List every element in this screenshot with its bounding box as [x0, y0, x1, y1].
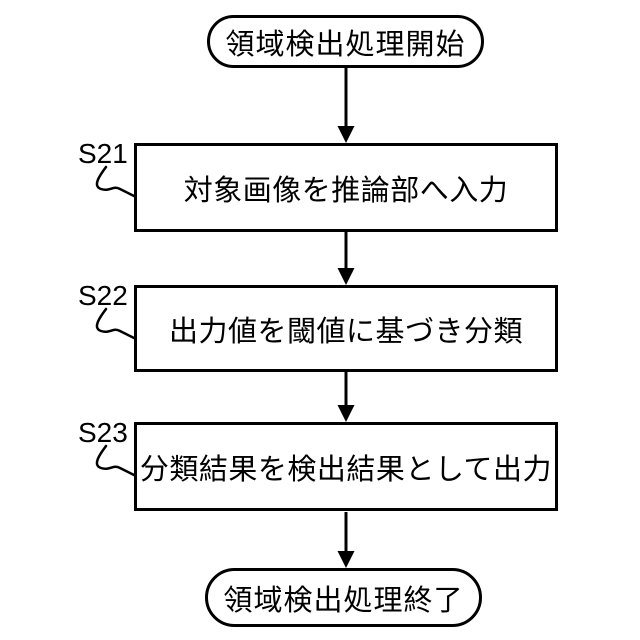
end-terminal: 領域検出処理終了 — [205, 568, 482, 627]
flow-arrow-4 — [337, 512, 355, 568]
start-terminal: 領域検出処理開始 — [207, 15, 484, 68]
flow-arrow-1 — [337, 68, 355, 143]
step-connector-squiggle-s23 — [95, 444, 136, 477]
step-box-s22: 出力値を閾値に基づき分類 — [134, 285, 558, 372]
step-label-s22: S22 — [78, 280, 128, 311]
step-label-s23: S23 — [78, 417, 128, 448]
step-box-s23: 分類結果を検出結果として出力 — [134, 422, 558, 511]
step-box-s21: 対象画像を推論部へ入力 — [134, 143, 558, 232]
flow-arrow-2 — [337, 232, 355, 285]
step-label-s21: S21 — [78, 138, 128, 169]
flow-arrow-3 — [337, 372, 355, 422]
step-connector-squiggle-s21 — [95, 165, 136, 198]
step-connector-squiggle-s22 — [95, 307, 136, 340]
